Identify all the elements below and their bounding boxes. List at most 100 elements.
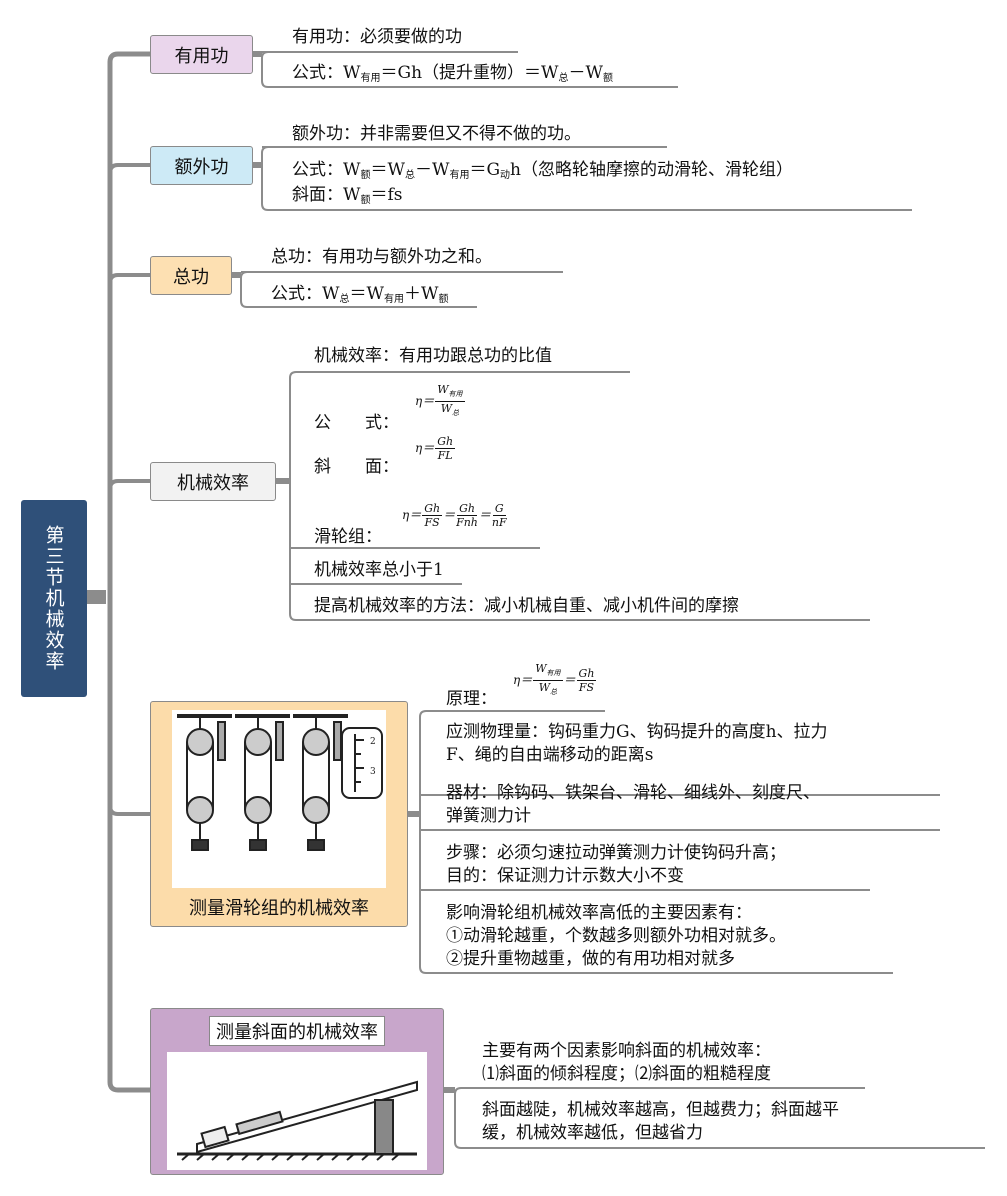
- text-segment: 有用: [449, 170, 470, 181]
- node-label: 总功: [173, 266, 209, 288]
- text-segment: －W: [414, 160, 450, 180]
- node-label: 额外功: [174, 156, 229, 178]
- text-segment: 公式：W: [271, 284, 340, 304]
- extra-incline-formula: 斜面：W额＝fs: [292, 184, 403, 212]
- incline-apparatus-image: [167, 1052, 427, 1170]
- text-segment: FL: [437, 449, 453, 462]
- text-segment: 公式：W: [292, 63, 361, 83]
- text-segment: －W: [568, 63, 603, 83]
- text-segment: 斜面越陡，机械效率越高，但越费力；斜面越平: [482, 1100, 839, 1120]
- root-title: 第三节机械效率: [42, 525, 65, 672]
- eff-improve: 提高机械效率的方法：减小机械自重、减小机件间的摩擦: [314, 596, 739, 616]
- text-segment: 应测物理量：钩码重力G、钩码提升的高度h、拉力: [446, 722, 828, 742]
- node-total-work[interactable]: 总功: [150, 256, 232, 295]
- text-segment: ＝G: [469, 160, 501, 180]
- node-label: 有用功: [174, 45, 229, 67]
- text-segment: 额: [360, 195, 371, 206]
- scale-mark: 3: [370, 767, 376, 777]
- text-segment: 步骤：必须匀速拉动弹簧测力计使钩码升高；: [446, 843, 786, 863]
- text-segment: Gh: [457, 502, 477, 516]
- text-segment: ①动滑轮越重，个数越多则额外功相对就多。: [446, 926, 786, 946]
- text-segment: 公式：W: [292, 160, 361, 180]
- node-useful-work[interactable]: 有用功: [150, 35, 253, 74]
- pulley-factors: 影响滑轮组机械效率高低的主要因素有： ①动滑轮越重，个数越多则额外功相对就多。 ②提…: [446, 902, 786, 971]
- text-segment: ＝: [478, 508, 491, 522]
- text-segment: ＋W: [403, 284, 439, 304]
- text-segment: 主要有两个因素影响斜面的机械效率：: [482, 1041, 771, 1061]
- eff-formula-label: 公 式：: [314, 413, 399, 433]
- text-segment: Gh: [435, 435, 456, 449]
- scale-mark: 2: [370, 737, 376, 747]
- text-segment: ②提升重物越重，做的有用功相对就多: [446, 949, 735, 969]
- incline-factors: 主要有两个因素影响斜面的机械效率： ⑴斜面的倾斜程度；⑵斜面的粗糙程度: [482, 1040, 771, 1086]
- text-segment: W: [440, 402, 453, 415]
- text-segment: 有用: [546, 669, 561, 677]
- text-segment: ＝: [443, 508, 456, 522]
- text-segment: η＝: [402, 508, 422, 522]
- node-incline-experiment[interactable]: 测量斜面的机械效率: [150, 1008, 444, 1175]
- root-topic[interactable]: 第三节机械效率: [21, 500, 87, 697]
- text-segment: η＝: [415, 394, 435, 408]
- eff-less-than-one: 机械效率总小于1: [314, 560, 444, 580]
- text-segment: 有用: [383, 294, 404, 305]
- text-segment: 总: [404, 170, 415, 181]
- text-segment: FS: [424, 516, 440, 529]
- useful-formula: 公式：W有用＝Gh（提升重物）＝W总－W额: [292, 62, 613, 90]
- text-segment: Gh: [576, 667, 597, 681]
- pulley-formula-label: 滑轮组：: [314, 527, 382, 547]
- extra-formula: 公式：W额＝W总－W有用＝G动h（忽略轮轴摩擦的动滑轮、滑轮组）: [292, 159, 793, 187]
- useful-definition: 有用功：必须要做的功: [292, 27, 462, 47]
- text-segment: 额: [438, 294, 449, 305]
- pulley-measure: 应测物理量：钩码重力G、钩码提升的高度h、拉力 F、绳的自由端移动的距离s: [446, 721, 828, 767]
- text-segment: Fnh: [456, 516, 478, 529]
- text-segment: 器材：除钩码、铁架台、滑轮、细线外、刻度尺、: [446, 783, 820, 803]
- text-segment: 斜面：W: [292, 185, 361, 205]
- text-segment: 目的：保证测力计示数大小不变: [446, 866, 684, 886]
- node-pulley-experiment[interactable]: 2 3 测量滑轮组的机械效率: [150, 701, 408, 927]
- text-segment: ＝Gh（提升重物）＝W: [380, 63, 559, 83]
- pulley-apparatus-image: 2 3: [172, 710, 386, 888]
- pulley-principle-label: 原理：: [446, 689, 497, 709]
- node-mechanical-efficiency[interactable]: 机械效率: [150, 462, 276, 501]
- text-segment: Gh: [422, 502, 443, 516]
- text-segment: 影响滑轮组机械效率高低的主要因素有：: [446, 903, 752, 923]
- eff-definition: 机械效率：有用功跟总功的比值: [314, 346, 552, 366]
- text-segment: nF: [491, 516, 507, 529]
- text-segment: 有用: [448, 390, 463, 398]
- node-label: 测量斜面的机械效率: [209, 1016, 385, 1046]
- text-segment: W: [538, 681, 551, 694]
- text-segment: 有用: [360, 73, 381, 84]
- text-segment: 总: [550, 688, 558, 696]
- text-segment: η＝: [415, 441, 435, 455]
- text-segment: ⑴斜面的倾斜程度；⑵斜面的粗糙程度: [482, 1064, 771, 1084]
- text-segment: ＝W: [349, 284, 384, 304]
- text-segment: 额: [360, 170, 371, 181]
- text-segment: h（忽略轮轴摩擦的动滑轮、滑轮组）: [510, 160, 793, 180]
- text-segment: 额: [602, 73, 613, 84]
- node-label: 测量滑轮组的机械效率: [189, 898, 369, 919]
- text-segment: 总: [558, 73, 569, 84]
- incline-formula-label: 斜 面：: [314, 457, 399, 477]
- text-segment: FS: [578, 681, 595, 694]
- text-segment: W: [535, 662, 547, 675]
- text-segment: 总: [339, 294, 350, 305]
- text-segment: ＝fs: [370, 185, 403, 205]
- text-segment: ＝W: [370, 160, 405, 180]
- text-segment: 缓，机械效率越低，但越省力: [482, 1123, 703, 1143]
- text-segment: G: [492, 502, 506, 516]
- node-extra-work[interactable]: 额外功: [150, 146, 253, 185]
- pulley-equipment: 器材：除钩码、铁架台、滑轮、细线外、刻度尺、弹簧测力计: [446, 782, 820, 828]
- node-label: 机械效率: [177, 472, 249, 494]
- extra-definition: 额外功：并非需要但又不得不做的功。: [292, 124, 581, 144]
- text-segment: 总: [452, 409, 460, 417]
- text-segment: F、绳的自由端移动的距离s: [446, 745, 654, 765]
- text-segment: 动: [500, 170, 511, 181]
- total-formula: 公式：W总＝W有用＋W额: [271, 283, 448, 311]
- text-segment: η＝: [513, 673, 533, 687]
